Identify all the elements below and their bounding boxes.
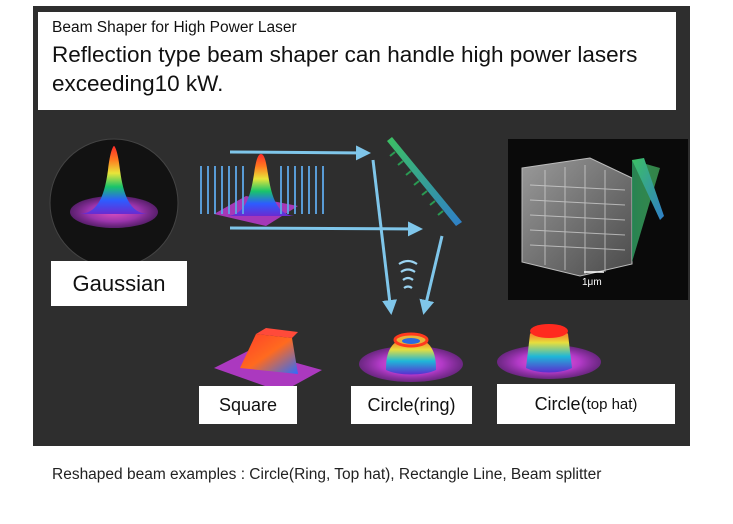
- reflective-grating: [387, 137, 462, 226]
- square-label: Square: [199, 386, 297, 424]
- wave-arcs: [398, 259, 418, 289]
- top-hat-label-sub: top hat): [586, 395, 638, 413]
- caption: Reshaped beam examples : Circle(Ring, To…: [52, 466, 602, 483]
- gaussian-beam-image: [49, 138, 179, 268]
- sem-microstructure-image: 1μm: [508, 139, 688, 300]
- header-subtitle: Beam Shaper for High Power Laser: [52, 19, 297, 36]
- top-hat-beam-image: [497, 324, 601, 379]
- circle-ring-label: Circle(ring): [351, 386, 472, 424]
- header-title: Reflection type beam shaper can handle h…: [52, 42, 638, 96]
- ring-beam-image: [359, 332, 463, 382]
- beam-arrows: [229, 145, 444, 315]
- input-gaussian-with-grating: [200, 154, 324, 226]
- circle-top-hat-label: Circle(top hat): [497, 384, 675, 424]
- sem-scale-label: 1μm: [582, 277, 602, 288]
- header-box: Beam Shaper for High Power Laser Reflect…: [38, 12, 676, 110]
- top-hat-label-main: Circle(: [534, 393, 587, 414]
- square-beam-image: [214, 328, 322, 392]
- gaussian-label: Gaussian: [51, 261, 187, 306]
